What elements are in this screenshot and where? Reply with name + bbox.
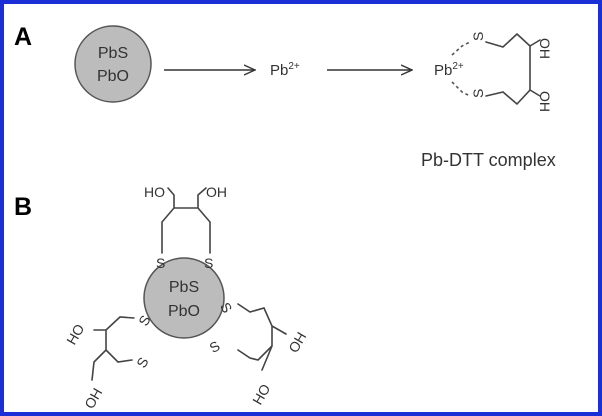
panel-b-particle: PbS PbO [143, 257, 225, 339]
top-ligand-hydroxyl-left: HO [144, 184, 165, 200]
coordinate-bond-top [451, 41, 471, 56]
svg-text:Pb2+: Pb2+ [270, 61, 300, 79]
left-dtt-ligand: S S HO OH [63, 312, 154, 411]
top-ligand-sulfur-right: S [204, 255, 213, 271]
svg-text:Pb2+: Pb2+ [434, 61, 464, 79]
complex-hydroxyl-top: OH [537, 38, 553, 59]
left-ligand-bonds [91, 316, 135, 381]
particle-label-line2: PbO [97, 68, 129, 85]
panel-b-label: B [14, 193, 32, 221]
particle-label-line2: PbO [168, 303, 200, 320]
right-dtt-ligand: S S OH HO [207, 300, 310, 408]
top-ligand-bonds [161, 187, 211, 254]
complex-sulfur-top: S [470, 32, 486, 41]
particle-circle [143, 257, 225, 339]
lead-ion: Pb2+ [270, 61, 300, 79]
right-ligand-hydroxyl-upper: OH [285, 329, 309, 355]
right-ligand-sulfur-lower: S [207, 337, 223, 356]
complex-hydroxyl-bonds [529, 39, 541, 97]
complex-metal-symbol: Pb [434, 62, 452, 79]
top-ligand-sulfur-left: S [156, 255, 165, 271]
left-ligand-sulfur-lower: S [133, 354, 152, 370]
right-ligand-hydroxyl-lower: HO [249, 381, 273, 407]
panel-a-particle: PbS PbO [74, 25, 152, 103]
particle-label-line1: PbS [98, 45, 128, 62]
lead-ion-charge: 2+ [288, 61, 300, 72]
particle-circle [74, 25, 152, 103]
coordinate-bond-bottom [451, 81, 471, 97]
complex-hydroxyl-bottom: OH [537, 91, 553, 112]
top-dtt-ligand: S S HO OH [144, 184, 227, 271]
complex-caption: Pb-DTT complex [421, 150, 556, 170]
right-ligand-bonds [237, 303, 287, 371]
pb-dtt-complex: Pb2+ S S OH OH [434, 32, 553, 112]
panel-a-label: A [14, 23, 32, 51]
complex-metal-charge: 2+ [452, 61, 464, 72]
left-ligand-hydroxyl-upper: HO [63, 321, 87, 347]
complex-sulfur-bottom: S [470, 89, 486, 98]
complex-backbone [485, 33, 531, 105]
top-ligand-hydroxyl-right: OH [206, 184, 227, 200]
particle-label-line1: PbS [169, 279, 199, 296]
left-ligand-hydroxyl-lower: OH [81, 385, 105, 411]
lead-ion-symbol: Pb [270, 62, 288, 79]
